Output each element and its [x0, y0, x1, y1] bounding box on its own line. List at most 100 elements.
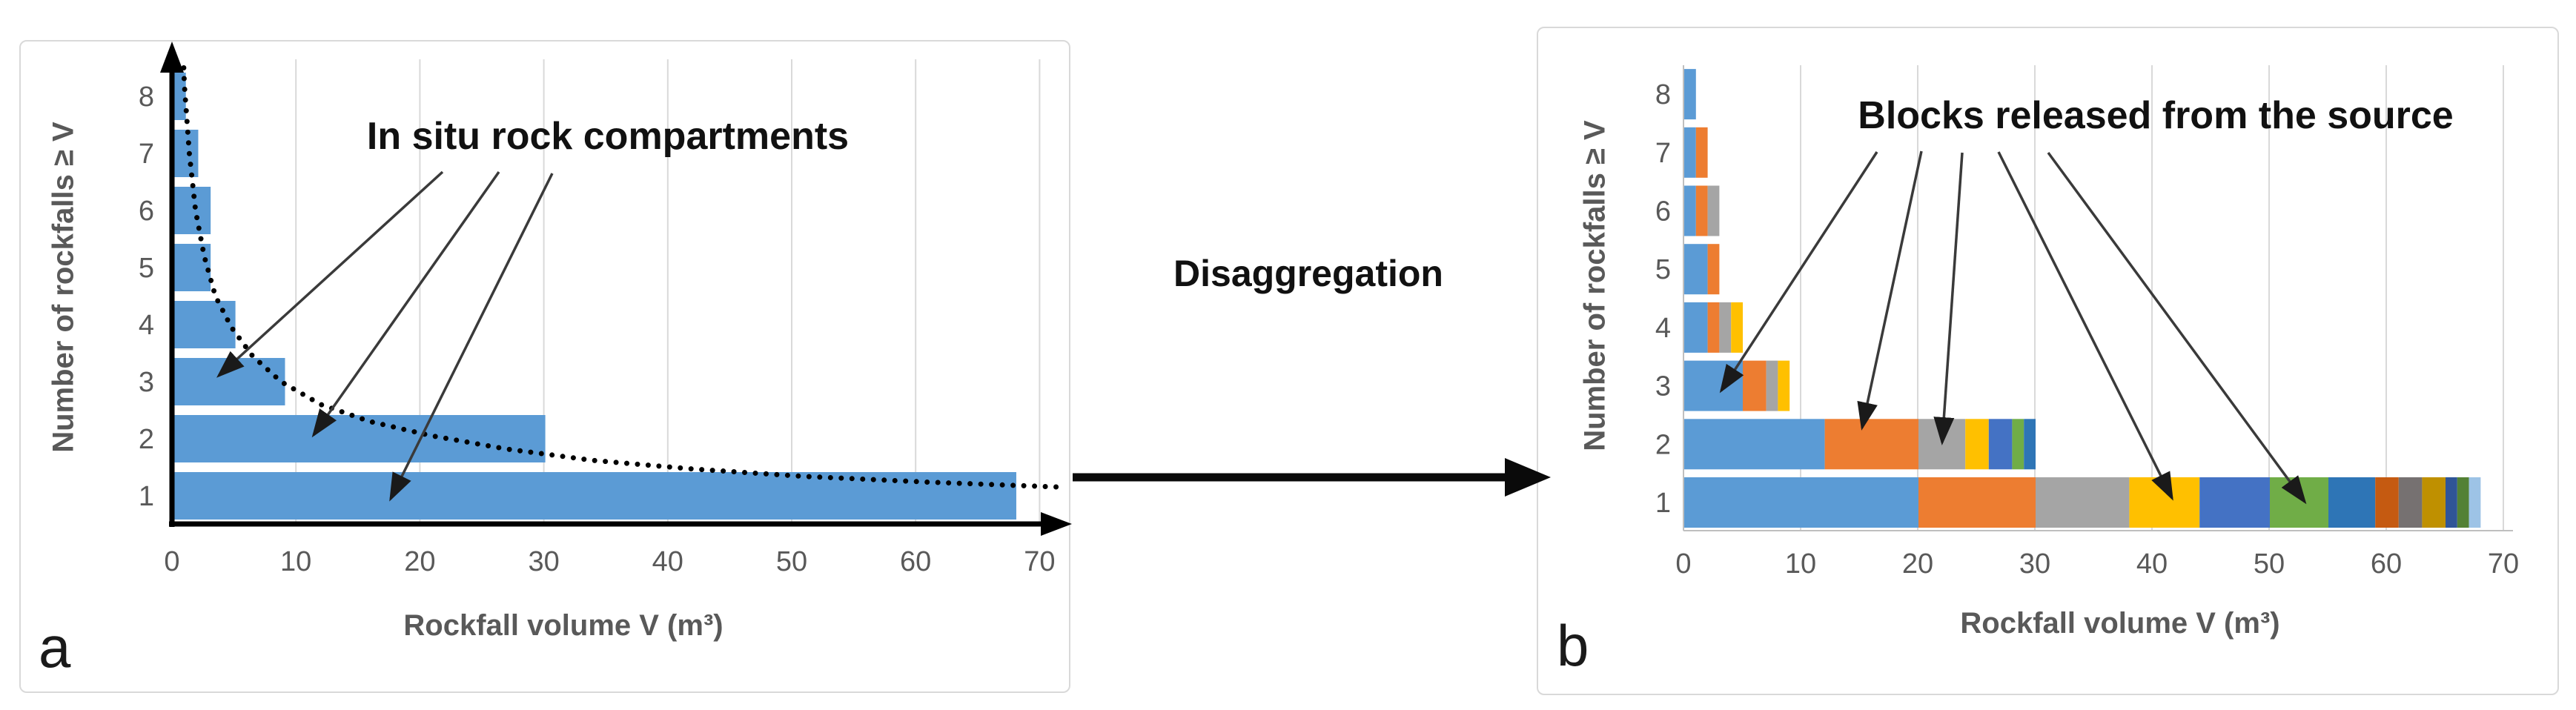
block-segment-row1-s8 — [2375, 477, 2399, 528]
annotation-blocks-released: Blocks released from the source — [1858, 94, 2454, 137]
annotation-arrow — [1719, 151, 1878, 394]
axes-layer — [160, 42, 2513, 536]
y-category-label: 5 — [1655, 254, 1671, 285]
x-tick-label: 30 — [2019, 548, 2050, 580]
block-segment-row4-s1 — [1684, 302, 1708, 353]
block-segment-row1-s13 — [2469, 477, 2481, 528]
y-category-label: 3 — [139, 367, 154, 398]
block-segment-row1-s7 — [2328, 477, 2376, 528]
panel-label-b: b — [1557, 613, 1589, 678]
block-segment-row2-s5 — [1988, 419, 2013, 470]
annotation-arrow — [216, 170, 444, 378]
bar-rockfalls-ge-7 — [173, 130, 199, 177]
y-category-label: 2 — [139, 424, 154, 455]
dotted-curve-layer — [181, 65, 1067, 490]
block-segment-row2-s3 — [1918, 419, 1966, 470]
block-segment-row7-s1 — [1684, 127, 1696, 178]
block-segment-row2-s7 — [2024, 419, 2036, 470]
disaggregation-label: Disaggregation — [1173, 253, 1443, 294]
block-segment-row2-s4 — [1965, 419, 1989, 470]
panel-label-a: a — [39, 614, 71, 680]
block-segment-row7-s2 — [1695, 127, 1708, 178]
y-axis-title-a: Number of rockfalls ≥ V — [47, 122, 80, 453]
block-segment-row3-s2 — [1743, 360, 1767, 411]
x-tick-label: 70 — [1024, 546, 1055, 577]
y-category-label: 2 — [1655, 429, 1671, 460]
block-segment-row3-s3 — [1766, 360, 1778, 411]
block-segment-row6-s3 — [1707, 185, 1720, 236]
block-segment-row1-s1 — [1684, 477, 1918, 528]
block-segment-row2-s1 — [1684, 419, 1825, 470]
block-segment-row1-s11 — [2446, 477, 2457, 528]
block-segment-row6-s2 — [1695, 185, 1708, 236]
y-category-label: 7 — [139, 139, 154, 170]
annotation-arrow — [1933, 152, 1964, 445]
block-segment-row1-s2 — [1918, 477, 2036, 528]
annotation-arrow — [1997, 151, 2173, 501]
y-axis-arrowhead — [160, 42, 184, 73]
block-segment-row3-s4 — [1778, 360, 1790, 411]
bar-rockfalls-ge-8 — [173, 73, 186, 120]
block-segment-row5-s2 — [1707, 244, 1720, 295]
disaggregation-arrow-head — [1505, 458, 1551, 497]
x-tick-label: 0 — [1675, 548, 1691, 580]
x-tick-label: 30 — [528, 546, 559, 577]
block-segment-row1-s10 — [2422, 477, 2446, 528]
annotation-arrow — [311, 170, 500, 438]
block-segment-row8-s1 — [1684, 69, 1696, 120]
bar-rockfalls-ge-1 — [173, 472, 1016, 520]
bar-rockfalls-ge-4 — [173, 301, 236, 348]
block-segment-row1-s9 — [2398, 477, 2423, 528]
block-segment-row1-s12 — [2457, 477, 2469, 528]
y-category-label: 1 — [139, 481, 154, 512]
y-category-label: 3 — [1655, 371, 1671, 402]
dotted-trend-curve — [181, 65, 1067, 490]
y-category-label: 4 — [139, 310, 154, 341]
block-segment-row3-s1 — [1684, 360, 1743, 411]
x-axis-title-a: Rockfall volume V (m³) — [403, 609, 724, 642]
y-category-label: 8 — [139, 82, 154, 113]
y-category-label: 5 — [139, 253, 154, 284]
y-axis-title-b: Number of rockfalls ≥ V — [1578, 120, 1612, 451]
annotation-arrows-layer — [216, 150, 2307, 505]
block-segment-row2-s2 — [1824, 419, 1918, 470]
y-category-label: 6 — [139, 196, 154, 227]
block-segment-row1-s6 — [2270, 477, 2328, 528]
x-tick-label: 20 — [404, 546, 435, 577]
x-tick-label: 10 — [280, 546, 311, 577]
block-segment-row4-s3 — [1719, 302, 1732, 353]
x-tick-label: 20 — [1902, 548, 1933, 580]
x-axis-title-b: Rockfall volume V (m³) — [1960, 607, 2280, 640]
bars-layer — [173, 69, 2481, 528]
bar-rockfalls-ge-5 — [173, 244, 211, 291]
x-tick-label: 10 — [1785, 548, 1816, 580]
block-segment-row1-s5 — [2199, 477, 2270, 528]
annotation-in-situ: In situ rock compartments — [366, 115, 850, 158]
block-segment-row5-s1 — [1684, 244, 1708, 295]
bar-rockfalls-ge-6 — [173, 187, 211, 234]
x-tick-label: 60 — [900, 546, 931, 577]
y-category-label: 6 — [1655, 196, 1671, 228]
x-tick-label: 60 — [2371, 548, 2402, 580]
x-tick-label: 50 — [776, 546, 807, 577]
bar-rockfalls-ge-2 — [173, 415, 546, 462]
x-tick-label: 0 — [164, 546, 179, 577]
block-segment-row4-s2 — [1707, 302, 1720, 353]
y-category-label: 7 — [1655, 138, 1671, 169]
x-tick-label: 40 — [652, 546, 683, 577]
block-segment-row6-s1 — [1684, 185, 1696, 236]
x-tick-label: 40 — [2136, 548, 2168, 580]
block-segment-row1-s3 — [2036, 477, 2130, 528]
tick-labels-layer: 0 10 20 30 40 50 60 70 1 2 3 4 5 6 7 8 0 10 20 30 40 50 60 70 1 2… — [139, 79, 2519, 580]
y-category-label: 4 — [1655, 313, 1671, 344]
block-segment-row2-s6 — [2012, 419, 2024, 470]
x-tick-label: 50 — [2254, 548, 2285, 580]
block-segment-row4-s4 — [1731, 302, 1743, 353]
y-category-label: 8 — [1655, 79, 1671, 110]
annotation-arrow — [2047, 151, 2307, 505]
x-tick-label: 70 — [2488, 548, 2519, 580]
y-category-label: 1 — [1655, 488, 1671, 519]
annotation-arrow — [1857, 150, 1923, 431]
